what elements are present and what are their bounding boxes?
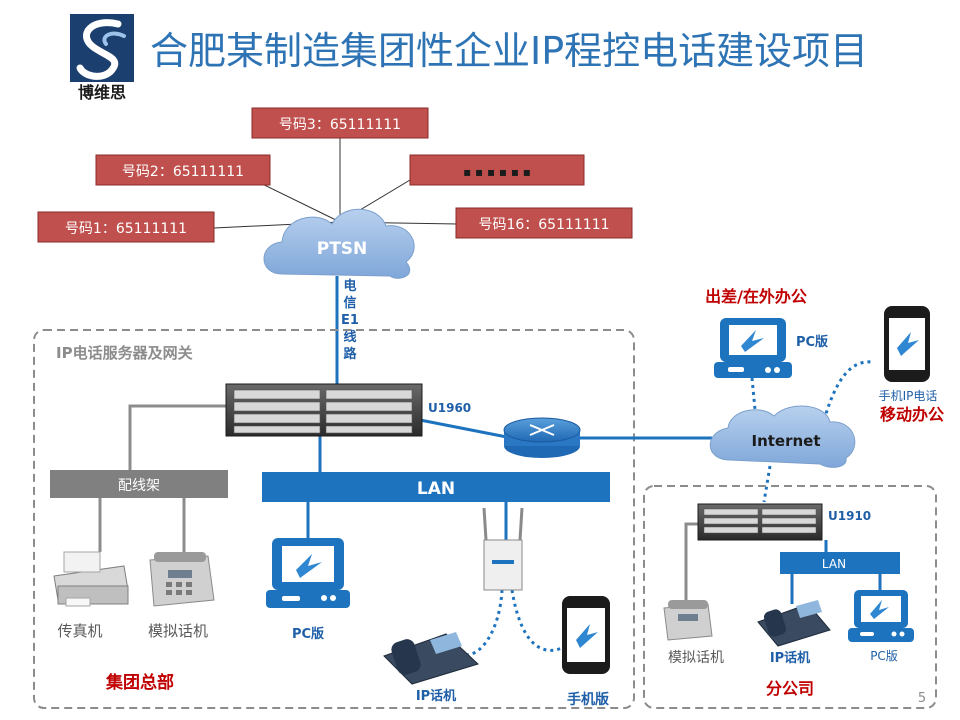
u1910-gateway: U1910 (697, 503, 871, 541)
hq-lan-bar: LAN (262, 472, 610, 502)
travel-mobile-icon (884, 306, 930, 382)
branch-ip-phone-icon (757, 600, 831, 647)
pstn-cloud: PTSN (263, 208, 415, 279)
logo-s-stroke (76, 19, 122, 80)
branch-lan-bar: LAN (780, 552, 900, 574)
number-label: 号码1：65111111 (65, 221, 187, 237)
internet-cloud: Internet (709, 405, 856, 468)
travel-pc-label: PC版 (796, 334, 828, 350)
branch-analog-phone-label: 模拟话机 (668, 650, 724, 666)
u1910-label: U1910 (828, 509, 871, 523)
router-icon (503, 417, 581, 458)
page-number: 5 (918, 691, 926, 706)
svg-text:路: 路 (343, 346, 357, 362)
hq-ip-phone-label: IP话机 (416, 688, 456, 704)
number-box-16: 号码16：65111111 (455, 207, 633, 239)
travel-pc-icon (714, 318, 792, 378)
travel-mobile-label: 手机IP电话 (879, 389, 938, 403)
travel-title: 出差/在外办公 (705, 287, 807, 306)
hq-lan-label: LAN (417, 479, 455, 499)
fax-machine-icon (53, 551, 129, 607)
wireless-ap-icon (482, 507, 524, 591)
number-box-3: 号码3：65111111 (251, 107, 429, 139)
hq-analog-phone-label: 模拟话机 (148, 622, 208, 640)
number-label: 号码3：65111111 (279, 117, 401, 133)
page-title: 合肥某制造集团性企业IP程控电话建设项目 (150, 29, 868, 73)
logo-text: 博维思 (78, 83, 126, 102)
svg-text:信: 信 (343, 295, 356, 311)
branch-analog-phone-icon (663, 600, 713, 641)
branch-lan-label: LAN (822, 557, 846, 571)
svg-text:电: 电 (343, 278, 356, 294)
patch-panel: 配线架 (50, 470, 228, 498)
branch-pc-label: PC版 (870, 649, 898, 663)
number-label: ▪ ▪ ▪ ▪ ▪ ▪ (463, 165, 531, 179)
hq-pc-label: PC版 (292, 626, 324, 642)
u1960-gateway: U1960 (225, 383, 471, 437)
hq-mobile-icon (562, 596, 610, 674)
mobile-office-label: 移动办公 (880, 405, 944, 424)
number-label: 号码16：65111111 (478, 217, 609, 233)
analog-phone-icon (149, 552, 215, 607)
number-box-2: 号码2：65111111 (95, 154, 271, 186)
logo-s-accent (102, 31, 126, 46)
patch-panel-label: 配线架 (118, 478, 160, 494)
pstn-label: PTSN (317, 239, 368, 259)
number-label: 号码2：65111111 (122, 164, 244, 180)
internet-label: Internet (751, 432, 820, 450)
u1960-label: U1960 (428, 401, 471, 415)
hq-region-title: IP电话服务器及网关 (56, 344, 193, 362)
e1-line-label: 电 信 E1 线 路 (341, 278, 359, 362)
hq-links (98, 404, 712, 657)
branch-links (684, 522, 882, 606)
branch-region (643, 485, 937, 709)
hq-name-label: 集团总部 (105, 672, 174, 693)
hq-ip-phone-icon (383, 632, 479, 685)
hq-pc-icon (266, 538, 350, 608)
hq-mobile-label: 手机版 (567, 691, 609, 708)
number-box-1: 号码1：65111111 (37, 211, 215, 243)
hq-region (33, 329, 635, 709)
svg-text:E1: E1 (341, 313, 359, 328)
fax-label: 传真机 (57, 622, 102, 640)
branch-name-label: 分公司 (766, 679, 814, 698)
branch-ip-phone-label: IP话机 (770, 650, 810, 666)
logo: 博维思 (70, 14, 134, 102)
number-box-ellipsis: ▪ ▪ ▪ ▪ ▪ ▪ (409, 154, 585, 186)
svg-text:线: 线 (343, 329, 356, 345)
branch-pc-icon (848, 590, 914, 642)
